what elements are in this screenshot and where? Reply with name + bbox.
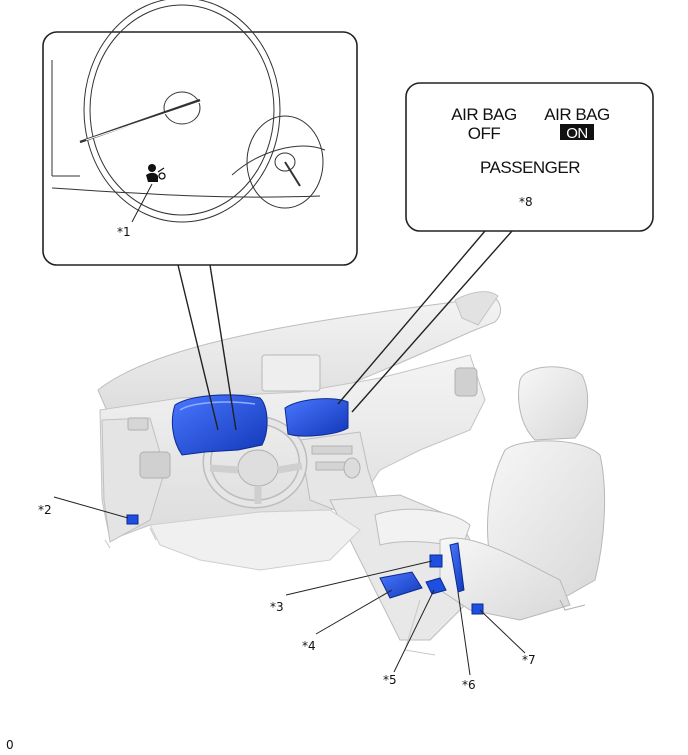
airbag-on-line2: ON bbox=[566, 125, 588, 142]
label-4-leader bbox=[315, 589, 393, 635]
label-1: *1 bbox=[117, 225, 131, 239]
label-6-leader bbox=[457, 591, 471, 676]
steering-wheel bbox=[202, 415, 308, 509]
part-6 bbox=[449, 542, 465, 593]
airbag-warning-icon bbox=[146, 164, 166, 182]
seat-headrest bbox=[518, 366, 589, 441]
label-6: *6 bbox=[462, 678, 476, 692]
passenger-label: PASSENGER bbox=[480, 158, 580, 177]
passenger-seat bbox=[439, 366, 606, 621]
indicator-callout-box bbox=[405, 82, 654, 232]
part-labels: *1 *2 *3 *4 *5 *6 *7 *8 bbox=[38, 195, 536, 692]
figure-id: 0 bbox=[6, 738, 14, 752]
part-4 bbox=[379, 571, 423, 599]
left-vent-upper bbox=[127, 417, 149, 431]
label-7: *7 bbox=[522, 653, 536, 667]
right-vent bbox=[454, 367, 478, 397]
part-5 bbox=[425, 577, 447, 595]
left-kick-panel bbox=[101, 417, 166, 543]
label-5: *5 bbox=[383, 673, 397, 687]
part-2 bbox=[126, 514, 139, 525]
stack-buttons-1 bbox=[311, 445, 353, 455]
airbag-indicator-panel bbox=[284, 398, 349, 437]
vehicle-interior bbox=[97, 291, 606, 656]
label-1-leader bbox=[131, 183, 153, 223]
indicator-callout-pointer bbox=[337, 230, 513, 413]
meter-callout bbox=[42, 0, 358, 431]
label-4: *4 bbox=[302, 639, 316, 653]
seat-rail bbox=[559, 599, 586, 611]
label-2-leader bbox=[53, 496, 129, 519]
meter-sketch bbox=[51, 0, 326, 223]
floor-edge bbox=[104, 527, 157, 549]
leader-lines bbox=[53, 496, 526, 676]
label-2: *2 bbox=[38, 503, 52, 517]
indicator-callout: AIR BAG OFF AIR BAG ON PASSENGER bbox=[337, 82, 654, 413]
seat-cushion bbox=[439, 537, 571, 621]
label-5-leader bbox=[393, 589, 435, 673]
airbag-off-line2: OFF bbox=[468, 124, 501, 143]
floor-area bbox=[149, 509, 361, 571]
center-display bbox=[261, 354, 321, 392]
label-8: *8 bbox=[519, 195, 533, 209]
label-3-leader bbox=[285, 560, 433, 596]
airbag-on-line1: AIR BAG bbox=[544, 105, 609, 124]
a-pillar bbox=[454, 291, 499, 326]
meter-callout-pointer bbox=[177, 264, 237, 431]
left-vent bbox=[139, 451, 171, 479]
label-7-leader bbox=[479, 609, 526, 654]
airbag-off-line1: AIR BAG bbox=[451, 105, 516, 124]
part-7 bbox=[471, 603, 484, 615]
airbag-on-badge bbox=[560, 124, 594, 140]
shift-knob bbox=[343, 457, 361, 479]
label-3: *3 bbox=[270, 600, 284, 614]
